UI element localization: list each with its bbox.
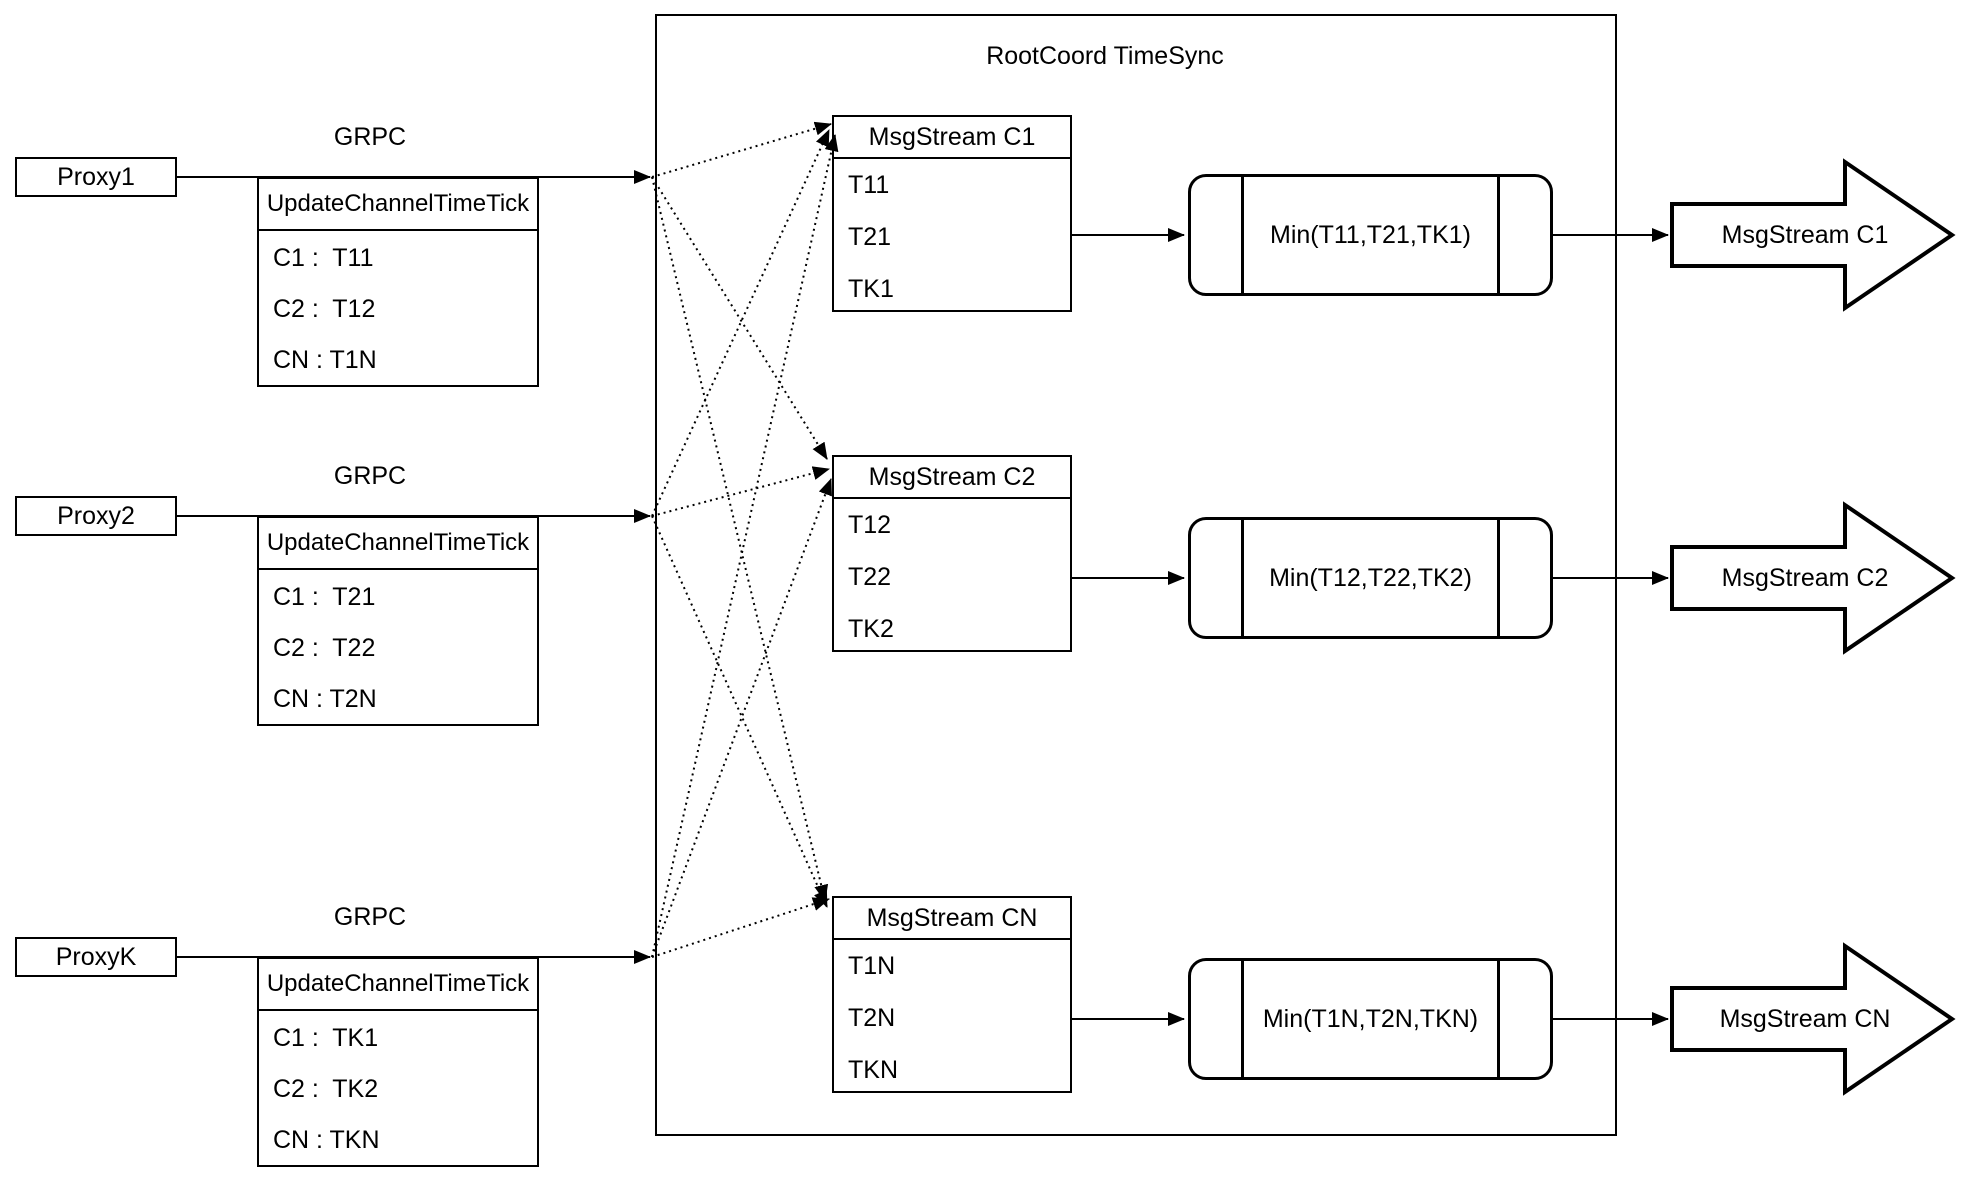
min-node-1: Min(T11,T21,TK1) <box>1188 174 1553 296</box>
timetick-table-row: CN : T1N <box>273 346 377 374</box>
msgstream-table-header-1: MsgStream C1 <box>834 117 1070 159</box>
grpc-label-2: GRPC <box>333 462 407 490</box>
msgstream-table-header-2: MsgStream C2 <box>834 457 1070 499</box>
timetick-table-row: C2 : T22 <box>273 634 376 662</box>
grpc-label-1: GRPC <box>333 123 407 151</box>
msgstream-table-3: MsgStream CN T1N T2N TKN <box>832 896 1072 1093</box>
msgstream-table-2: MsgStream C2 T12 T22 TK2 <box>832 455 1072 652</box>
timetick-table-header-3: UpdateChannelTimeTick <box>259 959 537 1011</box>
min-node-right-bar <box>1497 177 1500 293</box>
min-node-label-1: Min(T11,T21,TK1) <box>1270 220 1471 249</box>
msgstream-row: TKN <box>848 1056 898 1084</box>
min-node-right-bar <box>1497 520 1500 636</box>
proxy-label-2: Proxy2 <box>57 501 135 530</box>
proxy-box-2: Proxy2 <box>15 496 177 536</box>
timetick-table-row: C1 : TK1 <box>273 1024 379 1052</box>
timetick-table-row: C2 : T12 <box>273 295 376 323</box>
output-arrow-label-3: MsgStream CN <box>1719 1005 1891 1033</box>
timetick-table-row: C1 : T21 <box>273 583 376 611</box>
min-node-3: Min(T1N,T2N,TKN) <box>1188 958 1553 1080</box>
msgstream-row: T1N <box>848 952 896 980</box>
proxy-box-1: Proxy1 <box>15 157 177 197</box>
timetick-table-2: UpdateChannelTimeTick C1 : T21 C2 : T22 … <box>257 516 539 726</box>
min-node-left-bar <box>1241 961 1244 1077</box>
msgstream-row: T11 <box>848 171 890 199</box>
timetick-table-header-2: UpdateChannelTimeTick <box>259 518 537 570</box>
grpc-label-3: GRPC <box>333 903 407 931</box>
output-arrow-label-1: MsgStream C1 <box>1721 221 1889 249</box>
proxy-box-3: ProxyK <box>15 937 177 977</box>
min-node-label-3: Min(T1N,T2N,TKN) <box>1262 1004 1479 1033</box>
min-node-2: Min(T12,T22,TK2) <box>1188 517 1553 639</box>
timetick-table-header-1: UpdateChannelTimeTick <box>259 179 537 231</box>
timetick-table-row: CN : TKN <box>273 1126 380 1154</box>
proxy-label-1: Proxy1 <box>57 162 135 191</box>
min-node-right-bar <box>1497 961 1500 1077</box>
output-arrow-label-2: MsgStream C2 <box>1721 564 1889 592</box>
msgstream-table-header-3: MsgStream CN <box>834 898 1070 940</box>
msgstream-row: T2N <box>848 1004 896 1032</box>
rootcoord-title: RootCoord TimeSync <box>986 42 1224 70</box>
min-node-label-2: Min(T12,T22,TK2) <box>1269 563 1472 592</box>
timetick-table-3: UpdateChannelTimeTick C1 : TK1 C2 : TK2 … <box>257 957 539 1167</box>
timetick-table-row: C2 : TK2 <box>273 1075 379 1103</box>
min-node-left-bar <box>1241 177 1244 293</box>
proxy-label-3: ProxyK <box>55 942 137 971</box>
msgstream-row: TK2 <box>848 615 894 643</box>
timetick-table-row: CN : T2N <box>273 685 377 713</box>
timetick-table-row: C1 : T11 <box>273 244 374 272</box>
msgstream-row: T22 <box>848 563 892 591</box>
msgstream-table-1: MsgStream C1 T11 T21 TK1 <box>832 115 1072 312</box>
msgstream-row: T12 <box>848 511 892 539</box>
timetick-table-1: UpdateChannelTimeTick C1 : T11 C2 : T12 … <box>257 177 539 387</box>
min-node-left-bar <box>1241 520 1244 636</box>
msgstream-row: T21 <box>848 223 892 251</box>
msgstream-row: TK1 <box>848 275 894 303</box>
